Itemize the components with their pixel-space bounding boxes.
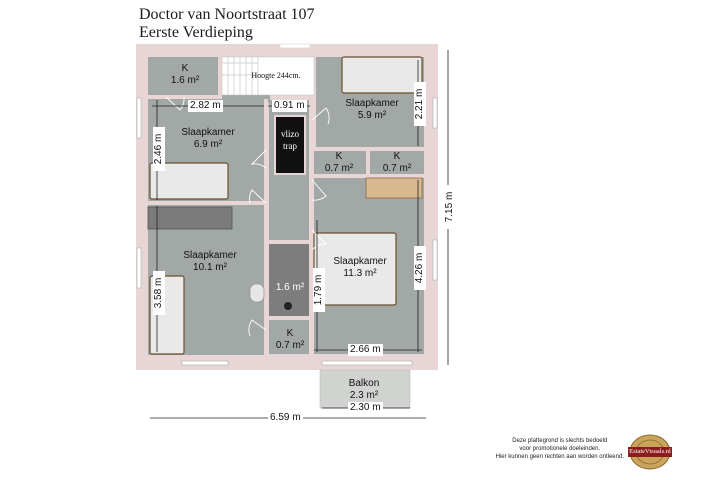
room-area: 0.7 m² [382, 163, 412, 174]
dim-2-46: 2.46 m [153, 127, 165, 171]
vlizo-line1: vlizo [281, 129, 299, 139]
vlizo-trap [274, 115, 306, 175]
stairs-height-label: Hoogte 244cm. [251, 71, 301, 80]
vlizo-trap-label: vlizo trap [276, 128, 304, 152]
room-area: 11.3 m² [343, 268, 377, 279]
logo-text: EstateVisuals.nl [628, 447, 672, 457]
dim-2-21: 2.21 m [414, 82, 426, 126]
bed-ne [341, 56, 423, 94]
dim-6-59: 6.59 m [268, 412, 303, 424]
dim-1-79: 1.79 m [313, 268, 325, 312]
disclaimer-line2: voor promotionele doeleinden. [519, 446, 601, 452]
balkon-floor [319, 369, 411, 409]
room-name: Slaapkamer [345, 98, 399, 109]
room-area: 0.7 m² [324, 163, 354, 174]
floor-title: Eerste Verdieping [139, 24, 253, 41]
floor-k-bottom [269, 320, 309, 354]
dim-2-82: 2.82 m [188, 100, 223, 112]
address-title: Doctor van Noortstraat 107 [139, 6, 315, 23]
room-k-top: K 1.6 m² [163, 63, 207, 87]
room-balkon: Balkon 2.3 m² [334, 378, 394, 402]
room-name: K [286, 328, 294, 339]
dim-2-30: 2.30 m [348, 402, 383, 414]
room-area: 10.1 m² [193, 262, 227, 273]
floor-k-small1 [312, 151, 366, 175]
floor-k-top [148, 57, 218, 95]
dim-3-58: 3.58 m [153, 271, 165, 315]
room-name: K [181, 63, 189, 74]
room-name: Slaapkamer [183, 250, 237, 261]
room-k-bottom: K 0.7 m² [268, 328, 312, 352]
room-area: 6.9 m² [193, 139, 223, 150]
windows [136, 97, 438, 366]
room-area: 0.7 m² [275, 340, 305, 351]
vlizo-line2: trap [283, 141, 297, 151]
disclaimer-line3: Hier kunnen geen rechten aan worden ontl… [495, 454, 624, 460]
room-name: K [393, 151, 401, 162]
room-name: Balkon [348, 378, 380, 389]
room-area: 1.6 m² [170, 75, 200, 86]
dim-0-91: 0.91 m [272, 100, 307, 112]
room-name: Slaapkamer [333, 256, 387, 267]
bed-nw [149, 162, 229, 200]
dim-2-66: 2.66 m [348, 344, 383, 356]
room-k-small2: K 0.7 m² [374, 151, 420, 175]
room-name: K [335, 151, 343, 162]
room-slaapkamer-se: Slaapkamer 11.3 m² [320, 256, 400, 280]
toilet [284, 302, 292, 310]
disclaimer-line1: Deze plattegrond is slechts bedoeld [512, 438, 608, 444]
sink [249, 283, 265, 303]
room-slaapkamer-ne: Slaapkamer 5.9 m² [332, 98, 412, 122]
floor-hall-top [222, 95, 270, 103]
room-slaapkamer-sw: Slaapkamer 10.1 m² [170, 250, 250, 274]
floor-k-small2 [370, 151, 424, 175]
room-k-small1: K 0.7 m² [316, 151, 362, 175]
cabinet-sw [147, 206, 233, 230]
room-slaapkamer-nw: Slaapkamer 6.9 m² [168, 127, 248, 151]
room-bath: 1.6 m² [275, 282, 305, 293]
desk-se [365, 177, 423, 199]
stairs [221, 43, 315, 96]
room-name: Slaapkamer [181, 127, 235, 138]
dim-7-15: 7.15 m [444, 185, 456, 229]
disclaimer: Deze plattegrond is slechts bedoeld voor… [496, 437, 624, 461]
doors [165, 96, 330, 337]
room-area: 2.3 m² [349, 390, 379, 401]
room-area: 5.9 m² [357, 110, 387, 121]
dim-4-26: 4.26 m [414, 246, 426, 290]
